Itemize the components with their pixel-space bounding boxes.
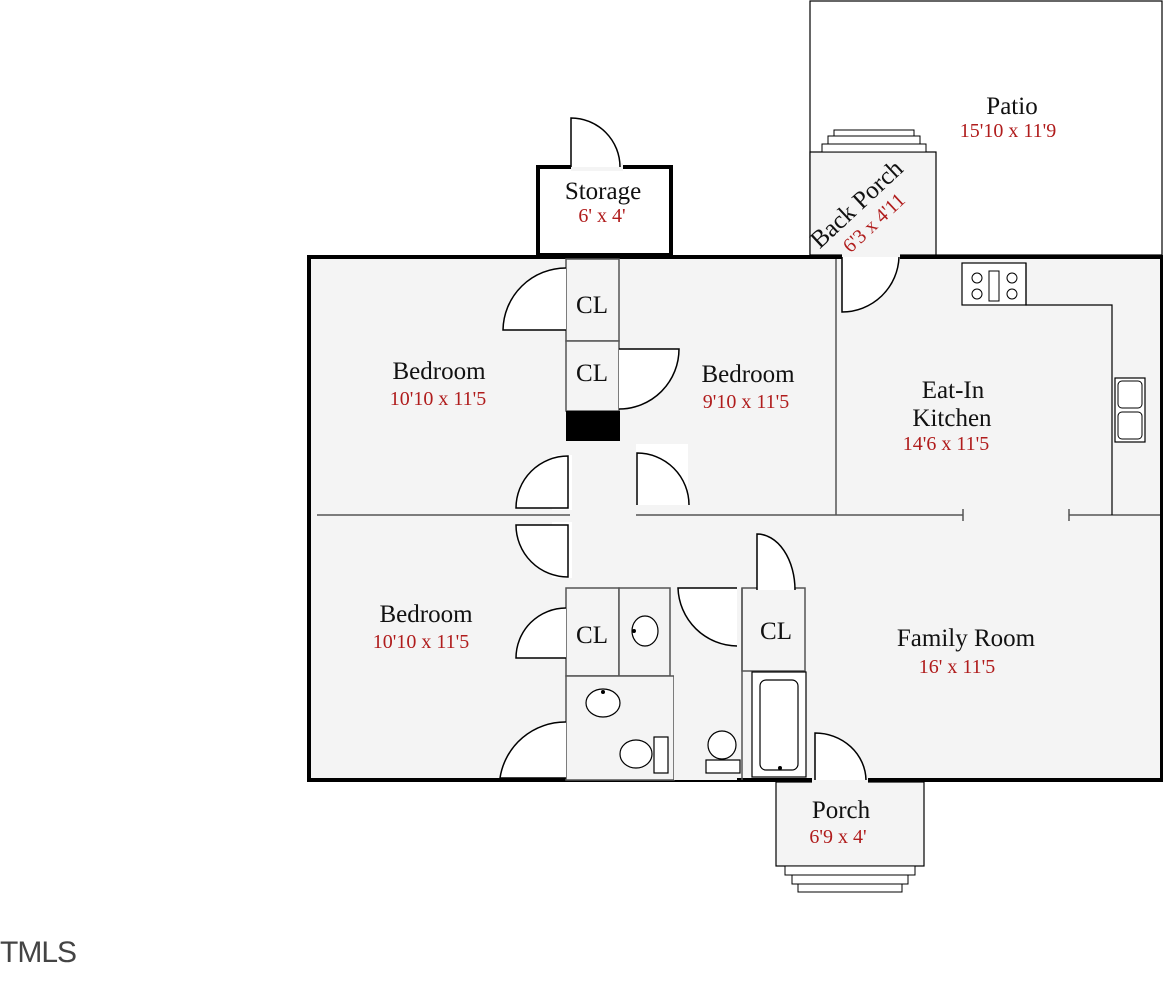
storage-door-swing (570, 117, 621, 168)
kitchen-sink-bowl-1 (1117, 380, 1143, 409)
closet-label-3: CL (576, 622, 608, 649)
burner-3 (1006, 272, 1018, 284)
family-room-label: Family Room (897, 625, 1036, 652)
half-bath-toilet (707, 730, 737, 760)
porch-dims: 6'9 x 4' (809, 826, 866, 848)
bathroom-faucet (601, 690, 605, 694)
chimney-block (566, 411, 620, 441)
toilet-tank (653, 736, 669, 774)
burner-2 (971, 288, 983, 300)
burner-4 (1006, 288, 1018, 300)
bedroom-n-dims: 9'10 x 11'5 (703, 391, 789, 413)
half-bath-door (677, 587, 738, 647)
porch-label: Porch (812, 797, 871, 824)
closet-south-2-door (756, 533, 796, 591)
closet-2-door (618, 348, 680, 410)
burner-1 (971, 272, 983, 284)
kitchen-label-line2: Kitchen (912, 405, 992, 432)
bedroom-nw-door (515, 455, 569, 509)
closet-1-door (502, 267, 567, 331)
back-porch-step-3 (833, 129, 915, 137)
patio-label: Patio (986, 93, 1037, 120)
closet-north-2 (565, 340, 620, 412)
bedroom-sw-door (515, 524, 569, 578)
closet-south-1-door (515, 607, 567, 659)
back-porch-step-2 (827, 135, 921, 145)
half-bath-toilet-tank (705, 759, 741, 774)
bedroom-nw-label: Bedroom (392, 358, 486, 385)
kitchen-label-line1: Eat-In (922, 377, 985, 404)
bathroom-door (499, 721, 567, 779)
mls-watermark: TMLS (0, 936, 77, 969)
bathroom-sink (585, 688, 621, 718)
bedroom-nw-dims: 10'10 x 11'5 (390, 388, 486, 410)
faucet-1 (632, 629, 636, 633)
front-door-swing (814, 732, 867, 781)
toilet-bowl (619, 739, 653, 769)
patio-dims: 15'10 x 11'9 (960, 120, 1056, 142)
closet-label-1: CL (576, 292, 608, 319)
stove-panel (988, 270, 1000, 302)
closet-south-2 (741, 587, 806, 672)
kitchen-counter (1025, 263, 1113, 515)
bedroom-sw-dims: 10'10 x 11'5 (373, 631, 469, 653)
bedroom-n-label: Bedroom (701, 361, 795, 388)
back-door-opening (842, 252, 900, 261)
front-door-opening (812, 776, 868, 785)
kitchen-sink-bowl-2 (1117, 411, 1143, 440)
back-porch-slab (809, 151, 937, 256)
bathtub-inner (759, 679, 799, 771)
storage-dims: 6' x 4' (578, 205, 625, 227)
front-porch-step-1 (784, 865, 916, 876)
bathtub-drain (778, 766, 782, 770)
kitchen-dims: 14'6 x 11'5 (903, 433, 989, 455)
closet-label-2: CL (576, 360, 608, 387)
back-door-swing (841, 256, 900, 313)
storage-label: Storage (565, 178, 641, 205)
closet-label-4: CL (760, 618, 792, 645)
family-room-dims: 16' x 11'5 (919, 656, 995, 678)
bedroom-sw-label: Bedroom (379, 601, 473, 628)
back-porch-step-1 (821, 143, 927, 153)
front-porch-step-2 (791, 874, 909, 885)
bedroom-n-door (636, 452, 690, 506)
front-porch-slab (775, 781, 925, 867)
front-porch-step-3 (797, 883, 903, 893)
